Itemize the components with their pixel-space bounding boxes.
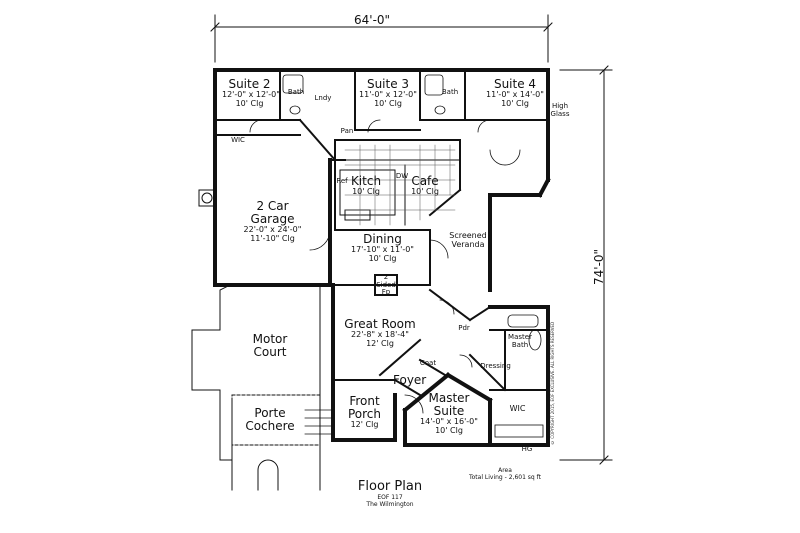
room-great-room: Great Room 22'-8" x 18'-4" 12' Clg <box>340 317 420 349</box>
plan-title: Floor Plan <box>357 479 423 494</box>
interior-walls <box>214 69 549 397</box>
hg-label: HG <box>521 445 533 453</box>
bath-fixtures <box>282 74 544 438</box>
room-porte-cochere: Porte Cochere <box>240 406 300 434</box>
room-dining: Dining 17'-10" x 11'-0" 10' Clg <box>345 232 420 264</box>
room-name: Suite 2 <box>228 77 271 91</box>
fireplace-line-3: Fp <box>381 288 391 297</box>
plan-code: EOF 117 <box>377 494 403 501</box>
room-name-2: Cochere <box>245 419 295 434</box>
room-suite-2: Suite 2 12'-0" x 12'-0" 10' Clg <box>222 77 280 109</box>
room-size: 11'-0" x 14'-0" <box>486 90 544 100</box>
motor-court-outline <box>191 284 321 491</box>
room-coat: Coat <box>419 359 437 367</box>
exterior-walls <box>213 68 551 447</box>
high-glass-line-1: High <box>551 102 569 110</box>
room-name: Cafe <box>411 174 439 188</box>
room-name-2: Porch <box>347 407 382 422</box>
room-master-suite: Master Suite 14'-0" x 16'-0" 10' Clg <box>418 391 480 436</box>
room-cafe: Cafe 10' Clg <box>405 174 445 197</box>
room-size: 22'-0" x 24'-0" <box>243 225 302 235</box>
room-size: 22'-8" x 18'-4" <box>351 330 409 340</box>
room-ceiling: 10' Clg <box>235 98 264 108</box>
room-size: 14'-0" x 16'-0" <box>420 417 478 427</box>
room-name-2: Bath <box>511 340 529 349</box>
room-pantry: Pan <box>340 127 354 135</box>
room-ceiling: 10' Clg <box>352 187 380 197</box>
dishwasher-label: DW <box>395 172 409 180</box>
room-name: Master <box>508 333 532 341</box>
room-foyer: Foyer <box>393 373 427 387</box>
room-name: Great Room <box>344 317 416 331</box>
plan-model: The Wilmington <box>366 501 414 508</box>
room-name: Screened <box>449 231 487 240</box>
room-wic-master: WIC <box>509 404 526 413</box>
area-label: Area <box>498 467 512 474</box>
fireplace-line-2: Sided <box>376 280 396 289</box>
ac-unit <box>198 189 216 207</box>
fireplace-label: 2 Sided Fp <box>376 273 396 297</box>
door-swings <box>249 119 521 414</box>
copyright-notice: © COPYRIGHT 2015, EOF EXCLUSIVE. ALL RIG… <box>550 321 555 445</box>
room-motor-court: Motor Court <box>240 332 300 360</box>
room-name: Porte <box>254 406 286 420</box>
room-bath-3: Bath <box>441 88 459 96</box>
room-name: Suite 3 <box>366 77 410 91</box>
high-glass-label: High Glass <box>549 102 571 118</box>
room-ceiling: 10' Clg <box>501 98 529 108</box>
room-name: Motor <box>252 332 288 346</box>
fireplace-line-1: 2 <box>383 273 389 281</box>
room-dressing: Dressing <box>480 362 511 370</box>
room-name: Dining <box>363 232 402 246</box>
width-dimension-line <box>210 14 553 63</box>
room-powder: Pdr <box>458 324 470 332</box>
room-master-bath: Master Bath <box>505 333 535 349</box>
fireplace-box <box>374 274 398 296</box>
room-name-2: Suite <box>433 404 465 419</box>
room-ceiling: 10' Clg <box>368 253 397 263</box>
room-ceiling: 11'-10" Clg <box>250 234 295 244</box>
room-size: 17'-10" x 11'-0" <box>351 245 414 255</box>
high-glass-line-2: Glass <box>550 109 570 118</box>
room-front-porch: Front Porch 12' Clg <box>342 394 387 430</box>
front-steps <box>304 409 334 435</box>
width-dimension-label: 64'-0" <box>354 13 391 27</box>
room-size: 12'-0" x 12'-0" <box>222 90 280 100</box>
room-ceiling: 10' Clg <box>374 98 402 108</box>
room-name: Master <box>428 391 470 405</box>
room-name-2: Court <box>253 345 287 360</box>
room-name: Suite 4 <box>493 77 537 91</box>
room-laundry: Lndy <box>314 94 332 102</box>
room-name: 2 Car <box>256 199 289 213</box>
room-size: 11'-0" x 12'-0" <box>359 90 417 100</box>
room-ceiling: 10' Clg <box>411 187 439 197</box>
room-ceiling: 10' Clg <box>435 426 463 436</box>
room-name-2: Veranda <box>451 239 485 249</box>
room-veranda: Screened Veranda <box>446 231 490 250</box>
room-name-2: Garage <box>250 212 295 227</box>
room-ceiling: 12' Clg <box>366 338 394 348</box>
room-garage: 2 Car Garage 22'-0" x 24'-0" 11'-10" Clg <box>230 199 315 244</box>
cafe-tile-grid <box>344 144 456 226</box>
depth-dimension-line <box>559 65 613 465</box>
area-total: Total Living - 2,601 sq ft <box>468 474 542 481</box>
refrigerator-label: Ref <box>336 177 348 185</box>
room-wic-garage: WIC <box>231 136 245 144</box>
room-ceiling: 12' Clg <box>350 420 379 430</box>
depth-dimension-label: 74'-0" <box>592 248 606 285</box>
room-suite-4: Suite 4 11'-0" x 14'-0" 10' Clg <box>485 77 545 109</box>
room-bath-2: Bath <box>287 88 305 96</box>
room-name: Front <box>349 394 380 408</box>
room-suite-3: Suite 3 11'-0" x 12'-0" 10' Clg <box>358 77 418 109</box>
room-name: Kitch <box>350 174 382 188</box>
room-kitchen: Kitch 10' Clg <box>346 174 386 197</box>
